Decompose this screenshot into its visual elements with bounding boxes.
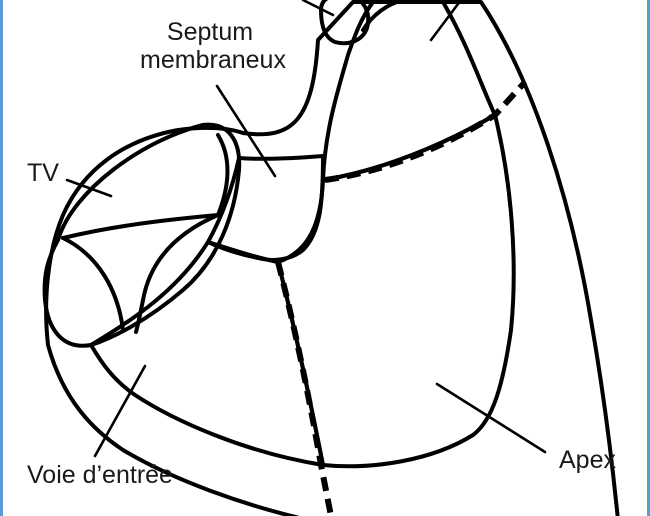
label-inlet: Voie d’entrée — [27, 461, 173, 489]
membranous-septum — [206, 154, 325, 262]
dashed-line-apex — [275, 261, 334, 516]
dashed-line-outlet — [324, 79, 528, 183]
pulmonary-valve-rim — [361, 0, 405, 32]
heart-diagram: Septum membraneux TV Voie d’entrée Apex — [27, 0, 620, 516]
label-tv: TV — [27, 159, 59, 187]
label-septum-line1: Septum — [167, 18, 253, 46]
outer-wall — [44, 0, 620, 516]
leader-inlet — [93, 364, 147, 458]
leader-tv — [65, 178, 113, 198]
inlet-region — [89, 240, 325, 467]
leader-apex — [435, 382, 547, 454]
leader-septum — [215, 84, 277, 178]
outlet-region — [321, 0, 497, 182]
tv-leaflet-upper — [61, 133, 230, 240]
label-septum-line2: membraneux — [140, 46, 286, 74]
tv-leaflet-right — [134, 213, 220, 334]
leader-top-right — [429, 0, 463, 42]
tv-leaflet-inner — [61, 236, 125, 332]
tricuspid-valve — [42, 122, 242, 348]
leader-top-left — [301, 0, 335, 17]
pulmonary-valve — [319, 0, 371, 46]
label-apex: Apex — [559, 446, 616, 474]
